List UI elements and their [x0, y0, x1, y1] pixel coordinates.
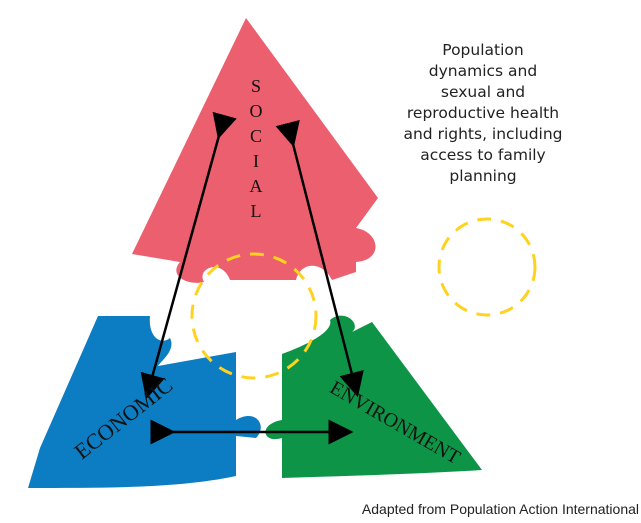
- social-letter: C: [250, 126, 262, 146]
- legend-line: access to family: [420, 146, 546, 164]
- legend-line: Population: [442, 41, 524, 59]
- legend-line: sexual and: [440, 83, 526, 101]
- legend-line: reproductive health: [406, 104, 560, 122]
- social-letter: I: [253, 151, 259, 171]
- legend-line: planning: [449, 167, 517, 185]
- social-letter: S: [251, 76, 261, 96]
- legend-line: dynamics and: [428, 62, 538, 80]
- legend-dashed-circle: [437, 217, 537, 317]
- social-letter: A: [250, 176, 263, 196]
- arrow-social-economic: [140, 111, 237, 400]
- social-letter: O: [250, 101, 263, 121]
- credit-text: Adapted from Population Action Internati…: [361, 501, 639, 517]
- arrow-social-environment: [275, 119, 364, 398]
- legend-text: Population dynamics and sexual and repro…: [378, 40, 588, 187]
- social-letter: L: [251, 201, 262, 221]
- legend-line: and rights, including: [403, 125, 563, 143]
